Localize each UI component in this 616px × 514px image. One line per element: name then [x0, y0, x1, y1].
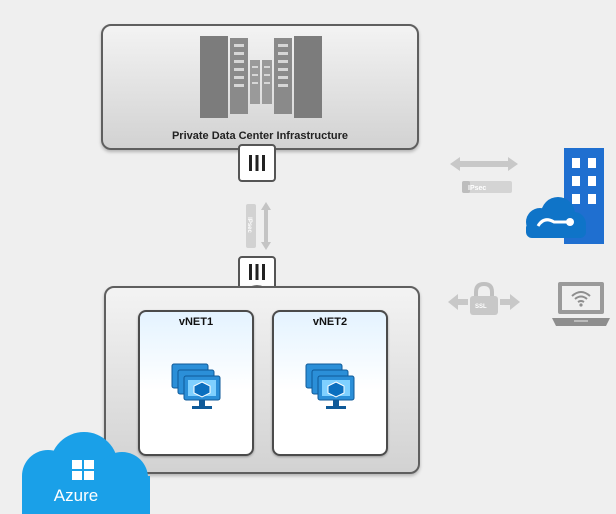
ipsec-label: IPsec — [468, 185, 487, 192]
lock-icon — [448, 282, 520, 315]
vertical-link-icon — [246, 202, 271, 250]
vnet1-label: vNET1 — [178, 316, 214, 328]
wifi-icon — [571, 291, 591, 307]
datacenter-gateway-icon — [238, 144, 276, 182]
vnet1-box: vNET1 — [138, 310, 254, 456]
private-datacenter-box: Private Data Center Infrastructure — [101, 24, 419, 150]
datacenter-label: Private Data Center Infrastructure — [171, 130, 349, 142]
server-rack-icon — [200, 36, 322, 118]
azure-region-box: vNET1 vNET2 — [104, 286, 420, 474]
virtual-machine-icon — [171, 363, 221, 409]
azure-label: Azure — [53, 486, 99, 505]
hybrid-cloud-icon — [526, 197, 586, 238]
vnet2-box: vNET2 — [272, 310, 388, 456]
double-arrow-icon — [450, 157, 518, 193]
azure-cloud-icon — [22, 432, 150, 514]
windows-logo-icon — [72, 460, 94, 480]
virtual-machine-icon — [305, 363, 355, 409]
vertical-ipsec-label: IPsec — [246, 217, 252, 233]
vnet2-label: vNET2 — [312, 316, 348, 328]
ssl-label: SSL — [475, 304, 487, 310]
